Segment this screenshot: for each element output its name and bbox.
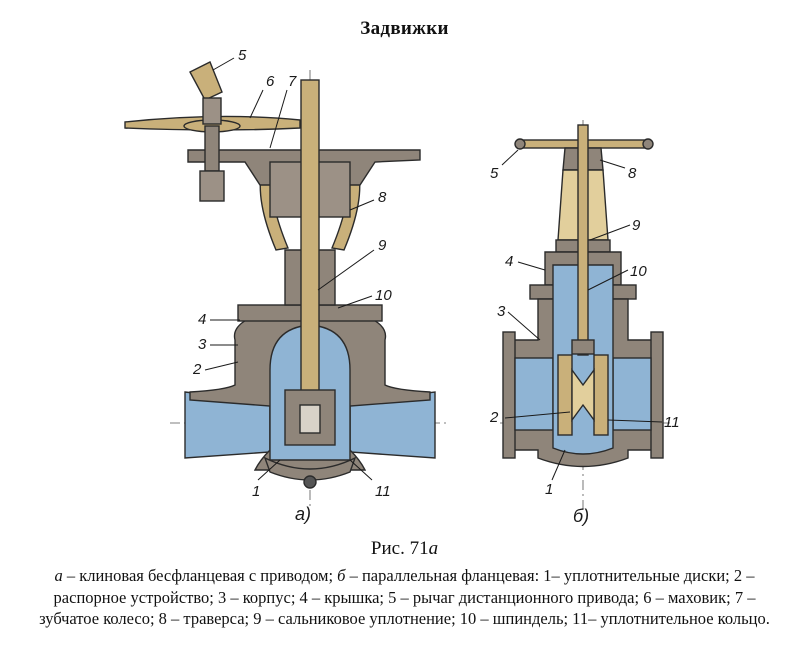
callout-b-4: 4 [505, 253, 513, 270]
callout-b-3: 3 [497, 303, 506, 320]
callout-a-10: 10 [375, 287, 392, 304]
callout-b-5: 5 [490, 165, 499, 182]
valve-b-callouts [501, 149, 663, 481]
valve-a-drawing [124, 61, 450, 510]
callout-b-10: 10 [630, 263, 647, 280]
caption-a-letter: а [54, 566, 63, 585]
callout-a-3: 3 [198, 336, 207, 353]
caption-a-text: – клиновая бесфланцевая с приводом; [62, 566, 338, 585]
valve-illustration: 5 6 7 8 9 10 4 3 2 1 11 а) [124, 47, 680, 526]
figure-number: Рис. 71 [370, 538, 429, 559]
caption-b-letter: б [337, 566, 346, 585]
valve-a-callouts [204, 57, 375, 481]
callout-a-7: 7 [288, 73, 297, 90]
valve-b-drawing [500, 120, 670, 510]
subfigure-a-label: а) [295, 504, 311, 524]
callout-b-1: 1 [545, 481, 553, 498]
callout-a-2: 2 [192, 361, 202, 378]
callout-a-11: 11 [375, 483, 391, 500]
callout-b-8: 8 [628, 165, 637, 182]
callout-a-8: 8 [378, 189, 387, 206]
figure-caption-title: Рис. 71a [0, 538, 809, 560]
figure-suffix: a [428, 538, 439, 559]
page-title: Задвижки [360, 18, 449, 39]
valve-figure: 5 6 7 8 9 10 4 3 2 1 11 а) [0, 40, 809, 540]
callout-a-1: 1 [252, 483, 260, 500]
callout-a-5: 5 [238, 47, 247, 64]
callout-b-9: 9 [632, 217, 641, 234]
valve-b-callout-numbers: 5 8 9 4 10 3 2 11 1 б) [489, 165, 680, 526]
callout-b-11: 11 [664, 414, 680, 431]
callout-b-2: 2 [489, 409, 499, 426]
callout-a-9: 9 [378, 237, 387, 254]
subfigure-b-label: б) [573, 506, 589, 526]
callout-a-4: 4 [198, 311, 206, 328]
figure-caption-body: а – клиновая бесфланцевая с приводом; б … [24, 565, 785, 630]
caption-b-text: – параллельная фланцевая: 1– уплотнитель… [39, 566, 770, 628]
valve-a-callout-numbers: 5 6 7 8 9 10 4 3 2 1 11 а) [192, 47, 392, 524]
callout-a-6: 6 [266, 73, 275, 90]
